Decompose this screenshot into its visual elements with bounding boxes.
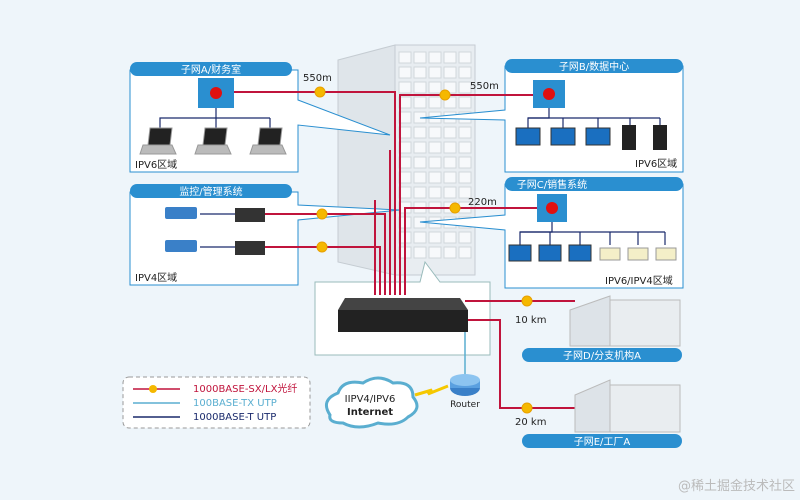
building-window [443,171,457,184]
building-window [428,126,442,139]
branch-d-building [569,295,681,347]
fiber-links [234,91,575,409]
legend-t-label: 1000BASE-T UTP [193,412,276,423]
distance-c: 220m [468,197,497,208]
subnet-b-title: 子网B/数据中心 [559,60,629,73]
subnet-c-box [419,183,684,289]
building-window [458,96,472,109]
router-label: Router [450,400,480,410]
building-window [428,81,442,94]
desktop-icons-b [515,125,667,150]
legend-fiber-marker [149,385,157,393]
building-window [428,51,442,64]
office-building [337,44,476,276]
subnet-c-title: 子网C/销售系统 [517,178,587,191]
building-window [458,231,472,244]
building-window [443,51,457,64]
monitor-zone: IPV4区域 [135,271,177,284]
subnet-b-box [419,65,684,173]
building-window [458,171,472,184]
building-window [413,51,427,64]
laptop-icons [139,127,287,155]
switch-c-icon [537,194,567,222]
building-window [458,186,472,199]
distance-b: 550m [470,81,499,92]
internet-cloud-icon [324,376,419,429]
building-window [413,141,427,154]
building-window [398,51,412,64]
building-window [443,126,457,139]
cloud-label-2: Internet [347,407,393,418]
building-window [458,246,472,259]
building-window [428,96,442,109]
building-window [428,231,442,244]
factory-e-building [574,379,681,433]
building-window [443,186,457,199]
building-window [413,171,427,184]
cloud-label-1: IIPV4/IPV6 [345,394,396,405]
building-window [428,156,442,169]
monitor-title: 监控/管理系统 [179,185,242,198]
lightning-icon [414,384,449,397]
building-window [428,141,442,154]
building-window [413,96,427,109]
building-window [398,81,412,94]
building-window [413,66,427,79]
subnet-d-title-pill [522,348,682,362]
building-window [428,246,442,259]
switch-a-icon [198,78,234,108]
switch-b-icon [533,80,565,108]
building-window [413,246,427,259]
building-window [413,126,427,139]
subnet-e-title-pill [522,434,682,448]
media-converter-icons [235,208,265,255]
building-window [398,66,412,79]
subnet-a-title: 子网A/财务室 [181,63,241,76]
building-window [458,81,472,94]
subnet-c-title-pill [505,177,683,191]
monitor-title-pill [130,184,292,198]
distance-d: 10 km [515,315,546,326]
fiber-markers [314,86,533,414]
building-window [458,66,472,79]
building-window [428,66,442,79]
utp-links [159,108,666,248]
building-window [443,141,457,154]
building-window [413,186,427,199]
building-window [413,81,427,94]
distance-e: 20 km [515,417,546,428]
subnet-a-zone: IPV6区域 [135,158,177,171]
subnet-e-title: 子网E/工厂A [574,436,631,448]
desktop-icons-c [508,244,677,262]
core-switch-icon [338,298,468,332]
building-window [413,156,427,169]
subnet-c-zone: IPV6/IPV4区域 [605,274,673,287]
watermark: @稀土掘金技术社区 [678,478,795,494]
distance-a: 550m [303,73,332,84]
building-window [443,156,457,169]
legend-fiber-label: 1000BASE-SX/LX光纤 [193,382,297,395]
building-window [443,66,457,79]
building-window [428,186,442,199]
subnet-a-title-pill [130,62,292,76]
camera-icons [165,207,197,252]
building-window [443,231,457,244]
building-window [458,141,472,154]
building-window [413,231,427,244]
router-icon [450,374,480,396]
subnet-b-title-pill [505,59,683,73]
building-window [458,51,472,64]
building-window [428,171,442,184]
subnet-a-box [129,69,391,173]
subnet-b-zone: IPV6区域 [635,157,677,170]
building-window [458,156,472,169]
building-window [443,246,457,259]
subnet-d-title: 子网D/分支机构A [563,349,641,362]
building-window [458,126,472,139]
legend-tx-label: 100BASE-TX UTP [193,398,277,409]
